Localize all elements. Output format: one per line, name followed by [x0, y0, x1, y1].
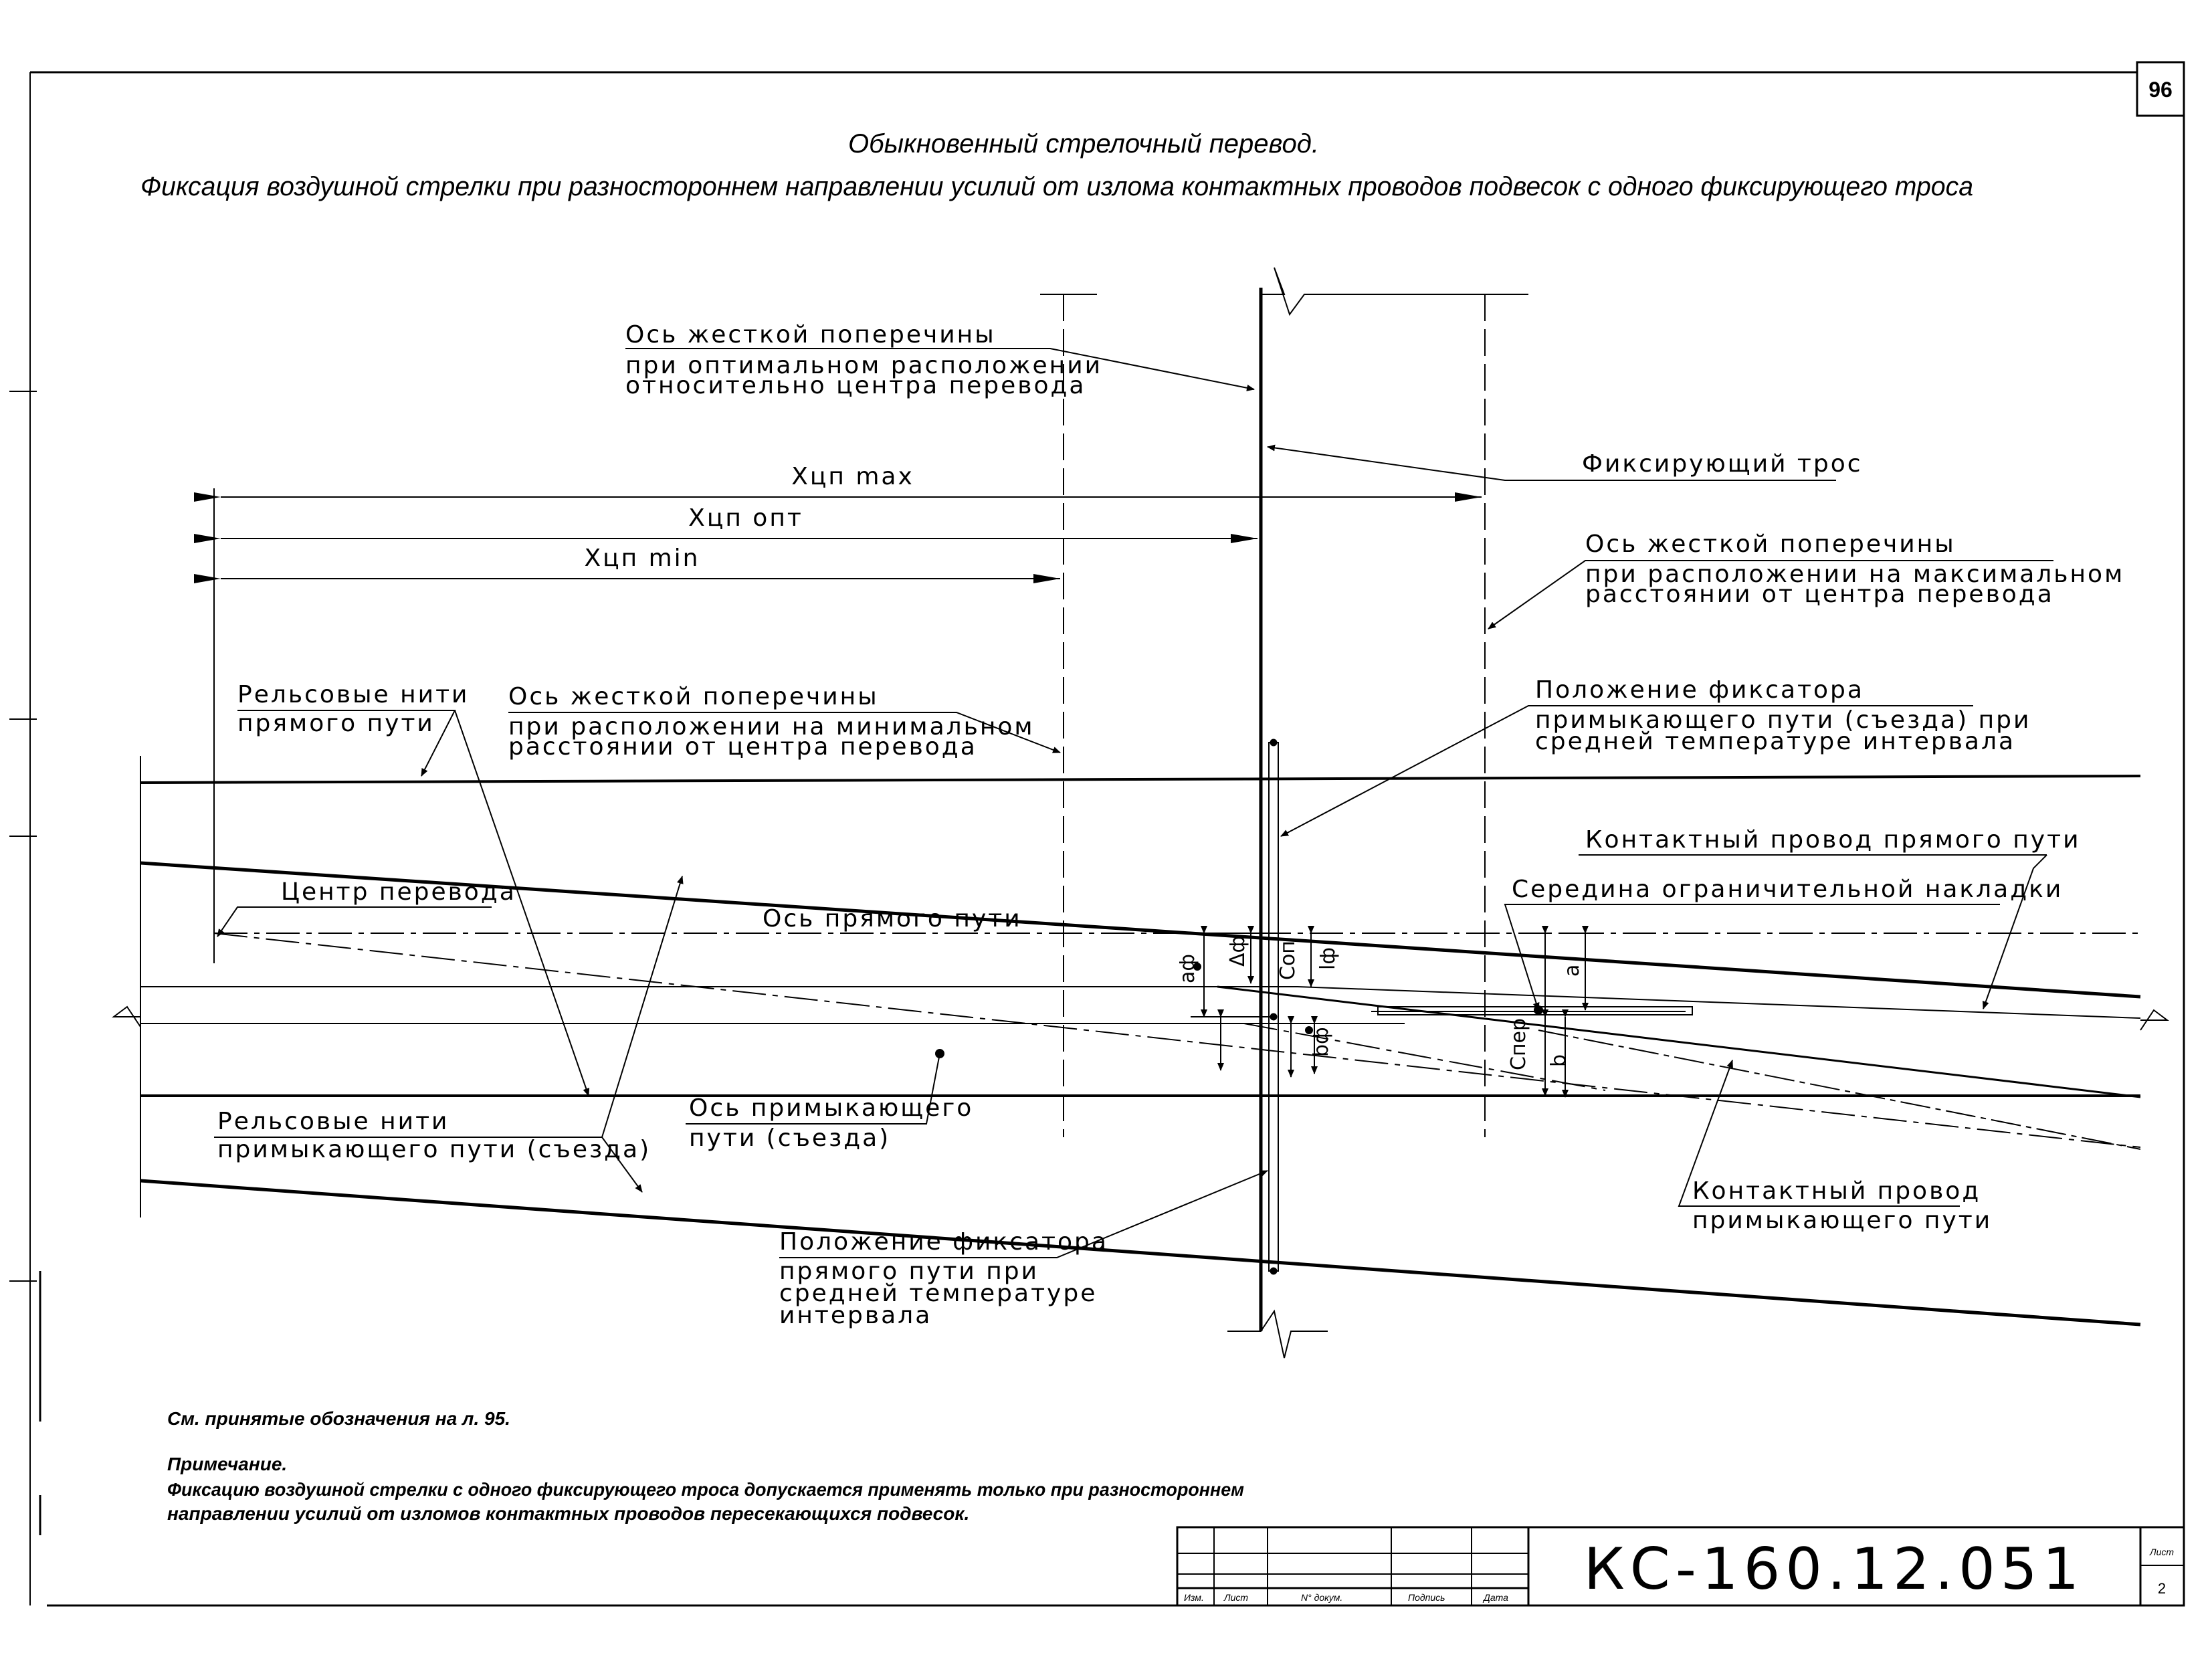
track-geometry	[112, 756, 2169, 1327]
stamp-col-list: Лист	[1223, 1592, 1248, 1603]
sym-delta-f: Δф	[1226, 936, 1249, 967]
label-fixator-main-l2: средней температуре	[779, 1280, 1097, 1307]
sym-b-f: bф	[1310, 1027, 1333, 1057]
label-contact-main: Контактный провод прямого пути	[1585, 826, 2080, 854]
note-remark-l1: Фиксацию воздушной стрелки с одного фикс…	[167, 1479, 1244, 1500]
sym-c-op: Соп	[1276, 941, 1300, 980]
label-rails-main-head: Рельсовые нити	[237, 681, 469, 708]
label-axis-max-l1: при расположении на максимальном	[1585, 561, 2124, 588]
rail-adj-bottom	[140, 1179, 2141, 1327]
sheet-number: 96	[2148, 78, 2173, 102]
axis-adjacent	[213, 933, 2141, 1148]
note-remark-head: Примечание.	[167, 1454, 287, 1474]
label-axis-max-head: Ось жесткой поперечины	[1585, 530, 1956, 558]
sheet-number-box: 96	[2136, 61, 2185, 117]
label-axis-max-l2: расстоянии от центра перевода	[1585, 581, 2054, 608]
label-adj-axis-l1: пути (съезда)	[689, 1125, 890, 1152]
label-main-axis: Ось прямого пути	[763, 905, 1022, 933]
label-adj-axis-head: Ось примыкающего	[689, 1094, 973, 1122]
rail-adj-top	[140, 861, 2141, 999]
stamp-col-doc: N° докум.	[1301, 1592, 1342, 1603]
label-rails-adj-l1: примыкающего пути (съезда)	[217, 1136, 651, 1163]
document-code: КС-160.12.051	[1584, 1536, 2085, 1603]
label-rails-adj-head: Рельсовые нити	[217, 1108, 449, 1135]
label-fixator-adj-l2: средней температуре интервала	[1535, 728, 2015, 755]
stamp-col-sign: Подпись	[1408, 1592, 1445, 1603]
stamp-col-izm: Изм.	[1184, 1592, 1204, 1603]
label-contact-adj-l1: примыкающего пути	[1692, 1207, 1992, 1234]
dimension-lines	[194, 488, 1482, 963]
label-axis-opt-l2: относительно центра перевода	[625, 372, 1086, 399]
sym-b: b	[1547, 1054, 1571, 1067]
label-fixator-main-l1: прямого пути при	[779, 1258, 1039, 1285]
label-axis-opt-l1: при оптимальном расположении	[625, 352, 1102, 379]
sym-a-f: аф	[1176, 954, 1199, 983]
label-rails-main-l1: прямого пути	[237, 710, 435, 737]
label-fixator-adj-head: Положение фиксатора	[1535, 676, 1864, 704]
label-center: Центр перевода	[281, 878, 516, 906]
label-fixator-main-head: Положение фиксатора	[779, 1228, 1108, 1256]
rail-main-top	[140, 775, 2141, 784]
stamp-col-date: Дата	[1482, 1592, 1508, 1603]
sym-a: а	[1561, 965, 1584, 977]
contact-wire-adjacent	[1217, 985, 2141, 1098]
label-mid-plate: Середина ограничительной накладки	[1512, 876, 2063, 903]
title-line-1: Обыкновенный стрелочный перевод.	[848, 129, 1319, 159]
stamp-list-label: Лист	[2149, 1547, 2174, 1557]
cross-axes	[1040, 267, 1528, 1359]
sym-l-f: lф	[1316, 947, 1340, 970]
label-fixator-main-l3: интервала	[779, 1302, 932, 1329]
label-axis-min-l2: расстоянии от центра перевода	[508, 733, 977, 761]
labels: Ось жесткой поперечины при оптимальном р…	[217, 321, 2124, 1329]
label-axis-opt-head: Ось жесткой поперечины	[625, 321, 996, 349]
stamp-list-value: 2	[2158, 1580, 2166, 1597]
label-fixing-cable: Фиксирующий трос	[1582, 450, 1863, 478]
label-fixator-adj-l1: примыкающего пути (съезда) при	[1535, 706, 2031, 734]
dimension-details	[1191, 926, 1619, 1098]
label-axis-min-head: Ось жесткой поперечины	[508, 683, 879, 710]
contact-wire-main	[1297, 986, 2141, 1019]
title-block	[1176, 1526, 2185, 1607]
note-see: См. принятые обозначения на л. 95.	[167, 1408, 510, 1429]
dim-x-opt: Хцп опт	[688, 504, 803, 532]
leaders	[214, 348, 2053, 1258]
dim-x-max: Хцп max	[791, 463, 914, 490]
label-contact-adj-head: Контактный провод	[1692, 1177, 1981, 1205]
sym-c-per: Спер	[1507, 1018, 1530, 1070]
label-axis-min-l1: при расположении на минимальном	[508, 713, 1035, 741]
dim-x-min: Хцп min	[584, 545, 700, 572]
title-line-2: Фиксация воздушной стрелки при разностор…	[140, 172, 1973, 201]
note-remark-l2: направлении усилий от изломов контактных…	[167, 1503, 969, 1524]
